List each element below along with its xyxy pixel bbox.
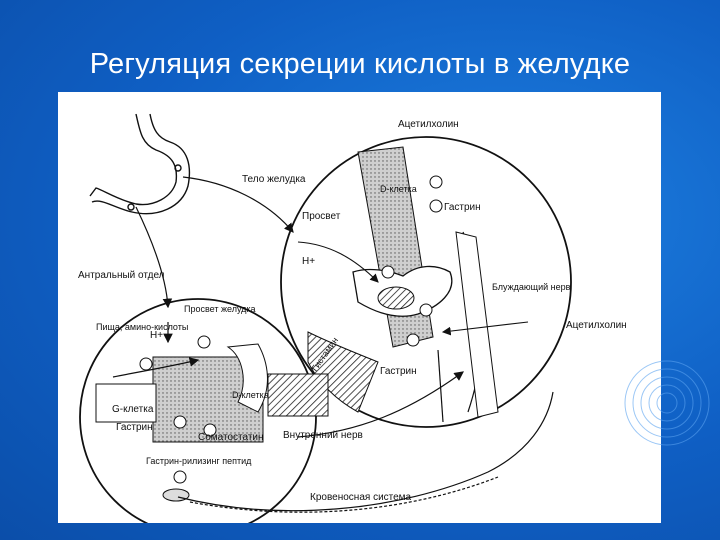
label-g-cell: G-клетка	[112, 404, 154, 415]
label-circulation: Кровеносная система	[310, 492, 412, 503]
label-food: Пища, амино-кислоты	[96, 322, 188, 332]
label-gastrin-right: Гастрин	[380, 366, 417, 377]
label-gastrin-left: Гастрин	[116, 422, 153, 433]
label-antrum: Антральный отдел	[78, 270, 165, 281]
decorative-swirl-icon	[624, 360, 710, 446]
diagram-figure: Ацетилхолин D-клетка Гастрин Тело желудк…	[58, 92, 661, 523]
slide-title: Регуляция секреции кислоты в желудке	[89, 48, 631, 80]
label-h-plus-right: H+	[302, 256, 315, 267]
acid-regulation-diagram: Ацетилхолин D-клетка Гастрин Тело желудк…	[78, 113, 627, 523]
stomach-body-circle	[280, 136, 572, 428]
label-stomach-body: Тело желудка	[242, 174, 306, 185]
label-h-plus-left: H+	[150, 330, 163, 341]
stomach-outline	[89, 113, 191, 215]
label-vagus-nerve: Блуждающий нерв	[492, 282, 571, 292]
label-acetylcholine-right: Ацетилхолин	[566, 320, 627, 331]
label-acetylcholine-top: Ацетилхолин	[398, 119, 459, 130]
label-d-cell-left: D-клетка	[232, 390, 269, 400]
label-grp: Гастрин-рилизинг пептид	[146, 456, 252, 466]
label-somatostatin: Соматостатин	[198, 432, 264, 443]
pathway-arrows	[135, 176, 554, 513]
label-lumen: Просвет	[302, 211, 341, 222]
label-d-cell-top: D-клетка	[380, 184, 417, 194]
label-gastrin-top: Гастрин	[444, 202, 481, 213]
label-internal-nerve: Внутренний нерв	[283, 430, 363, 441]
antrum-circle	[79, 298, 329, 523]
label-stomach-lumen: Просвет желудка	[184, 304, 256, 314]
